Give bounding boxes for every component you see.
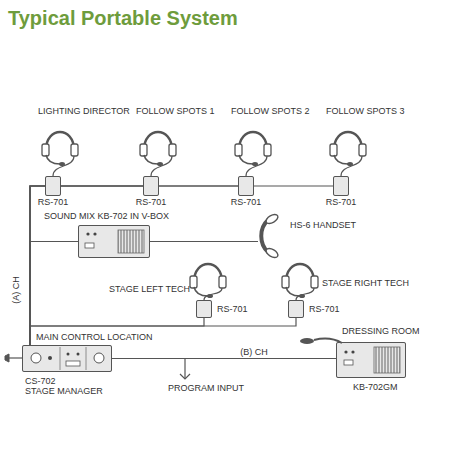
intercom-cable [30, 186, 333, 345]
beltpack-box: RS-701 [196, 300, 212, 318]
beltpack-box: RS-701 [45, 176, 61, 196]
annotation-label: PROGRAM INPUT [168, 383, 244, 393]
node-text: HS-6 HANDSET [290, 220, 356, 230]
diagram-title: Typical Portable System [8, 6, 238, 30]
intercom-cable [30, 242, 78, 346]
intercom-cable [112, 358, 336, 359]
node-text: STAGE MANAGER [25, 386, 103, 396]
annotation-label: DRESSING ROOM [342, 326, 420, 336]
sound-mix-panel [78, 225, 150, 258]
dressing-room-station [300, 338, 406, 378]
beltpack-box: RS-701 [288, 300, 304, 318]
intercom-cable [30, 318, 204, 345]
beltpack-box: RS-701 [238, 176, 254, 196]
headset-cord [53, 156, 362, 300]
annotation-label: MAIN CONTROL LOCATION [36, 332, 153, 342]
handset-illustration [261, 213, 279, 260]
annotation-label: FOLLOW SPOTS 3 [326, 106, 405, 116]
node-text: RS-701 [326, 197, 357, 207]
node-text: KB-702GM [353, 382, 398, 392]
beltpack-box: RS-701 [333, 176, 349, 196]
handset-node: HS-6 HANDSET [258, 214, 284, 254]
node-text: RS-701 [231, 197, 262, 207]
program-input-symbol [180, 358, 190, 379]
annotation-label: FOLLOW SPOTS 1 [136, 106, 215, 116]
headset-illustration [42, 132, 366, 298]
dressing-room-box: KB-702GM [336, 342, 406, 378]
intercom-cable [30, 186, 45, 345]
annotation-label: LIGHTING DIRECTOR [38, 106, 130, 116]
intercom-cable [30, 186, 238, 345]
power-cord [5, 354, 22, 362]
node-text: RS-701 [136, 197, 167, 207]
annotation-label: STAGE RIGHT TECH [322, 278, 409, 288]
node-text: SOUND MIX KB-702 IN V-BOX [44, 211, 169, 221]
intercom-cable [30, 186, 143, 345]
intercom-cable [30, 318, 296, 345]
intercom-cable [150, 241, 258, 242]
node-text: RS-701 [38, 197, 69, 207]
annotation-label: (A) CH [11, 276, 21, 304]
edge-label: (B) CH [238, 347, 270, 357]
node-text: RS-701 [309, 304, 340, 314]
beltpack-body [45, 176, 349, 318]
annotation-label: STAGE LEFT TECH [100, 284, 190, 294]
main-station-box: CS-702STAGE MANAGER [22, 345, 112, 372]
main-station-panel [22, 345, 112, 372]
beltpack-box: RS-701 [143, 176, 159, 196]
node-text: RS-701 [217, 304, 248, 314]
annotation-label: FOLLOW SPOTS 2 [231, 106, 310, 116]
speaker-station-box: SOUND MIX KB-702 IN V-BOX [78, 225, 150, 258]
node-text: CS-702 [25, 376, 56, 386]
